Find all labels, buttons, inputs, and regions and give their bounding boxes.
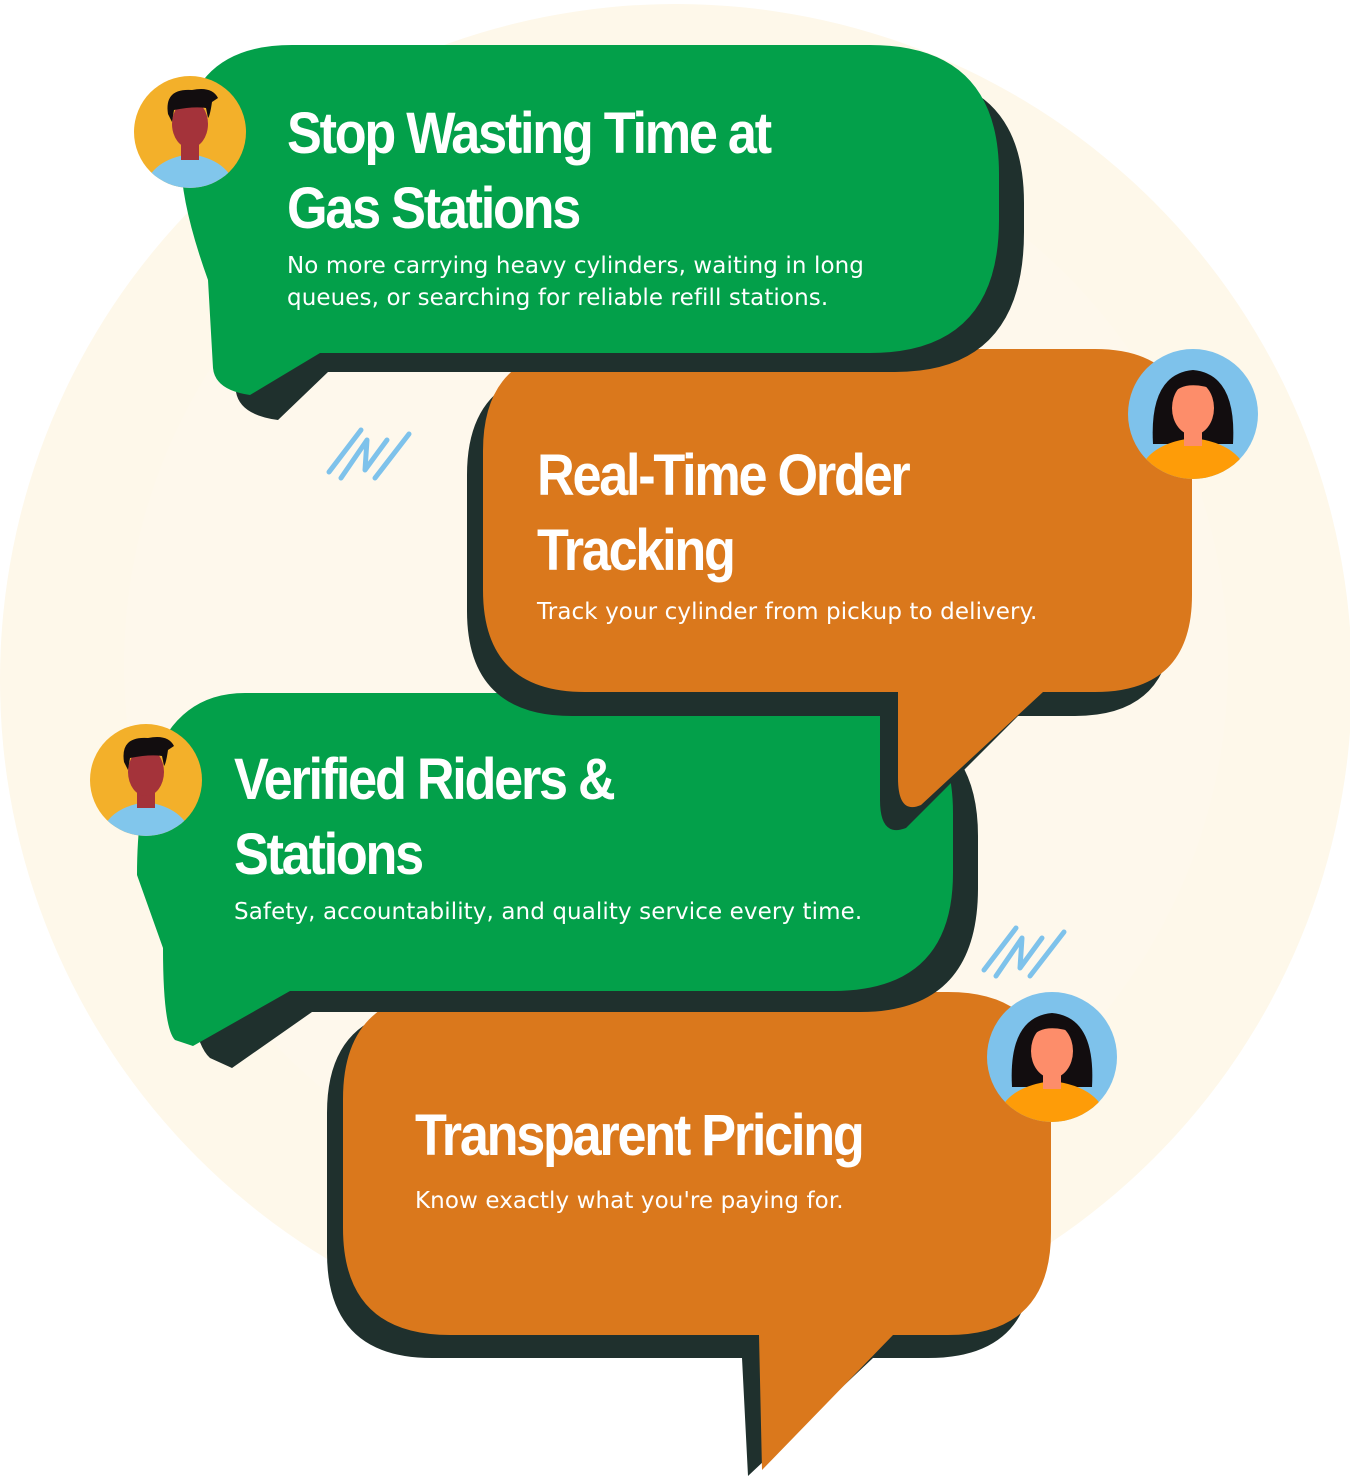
card-1-description-line-2: queues, or searching for reliable refill…	[287, 285, 829, 311]
card-4-text: Transparent Pricing Know exactly what yo…	[415, 1098, 912, 1217]
card-3-description: Safety, accountability, and quality serv…	[234, 896, 862, 928]
card-3-title-line-2: Stations	[234, 822, 424, 887]
card-1-title: Stop Wasting Time at Gas Stations	[287, 96, 806, 246]
card-3-title-line-1: Verified Riders &	[234, 747, 616, 812]
man-avatar-icon	[90, 724, 202, 836]
card-2-title-line-1: Real-Time Order	[537, 443, 911, 508]
man-avatar-icon	[134, 76, 246, 188]
card-3-title: Verified Riders & Stations	[234, 742, 799, 892]
card-verified-riders	[137, 693, 978, 1068]
woman-avatar-icon	[987, 992, 1117, 1122]
card-4-title-line-1: Transparent Pricing	[415, 1103, 865, 1168]
card-2-text: Real-Time Order Tracking Track your cyli…	[537, 438, 1037, 628]
card-3-description-line-1: Safety, accountability, and quality serv…	[234, 899, 863, 925]
card-1-description-line-1: No more carrying heavy cylinders, waitin…	[287, 253, 865, 279]
card-4-title: Transparent Pricing	[415, 1098, 865, 1173]
card-4-bubble	[343, 992, 1051, 1470]
card-1-description: No more carrying heavy cylinders, waitin…	[287, 250, 864, 314]
card-1-title-line-2: Gas Stations	[287, 176, 581, 241]
card-2-description: Track your cylinder from pickup to deliv…	[537, 596, 1037, 628]
card-stop-wasting-time	[181, 45, 1024, 420]
card-2-title-line-2: Tracking	[537, 518, 736, 583]
squiggle-accent-1	[326, 427, 412, 481]
card-2-description-line-1: Track your cylinder from pickup to deliv…	[537, 599, 1038, 625]
card-3-bubble	[137, 693, 953, 1046]
card-2-bubble	[483, 349, 1192, 808]
card-4-description: Know exactly what you're paying for.	[415, 1185, 912, 1217]
woman-avatar-icon	[1128, 349, 1258, 479]
card-transparent-pricing	[327, 992, 1051, 1476]
card-4-description-line-1: Know exactly what you're paying for.	[415, 1188, 844, 1214]
squiggle-accent-2	[981, 925, 1067, 979]
card-1-bubble	[181, 45, 999, 395]
card-real-time-tracking	[467, 349, 1192, 831]
card-1-text: Stop Wasting Time at Gas Stations No mor…	[287, 96, 864, 314]
card-2-title: Real-Time Order Tracking	[537, 438, 987, 588]
card-1-title-line-1: Stop Wasting Time at	[287, 101, 772, 166]
card-3-text: Verified Riders & Stations Safety, accou…	[234, 742, 862, 928]
